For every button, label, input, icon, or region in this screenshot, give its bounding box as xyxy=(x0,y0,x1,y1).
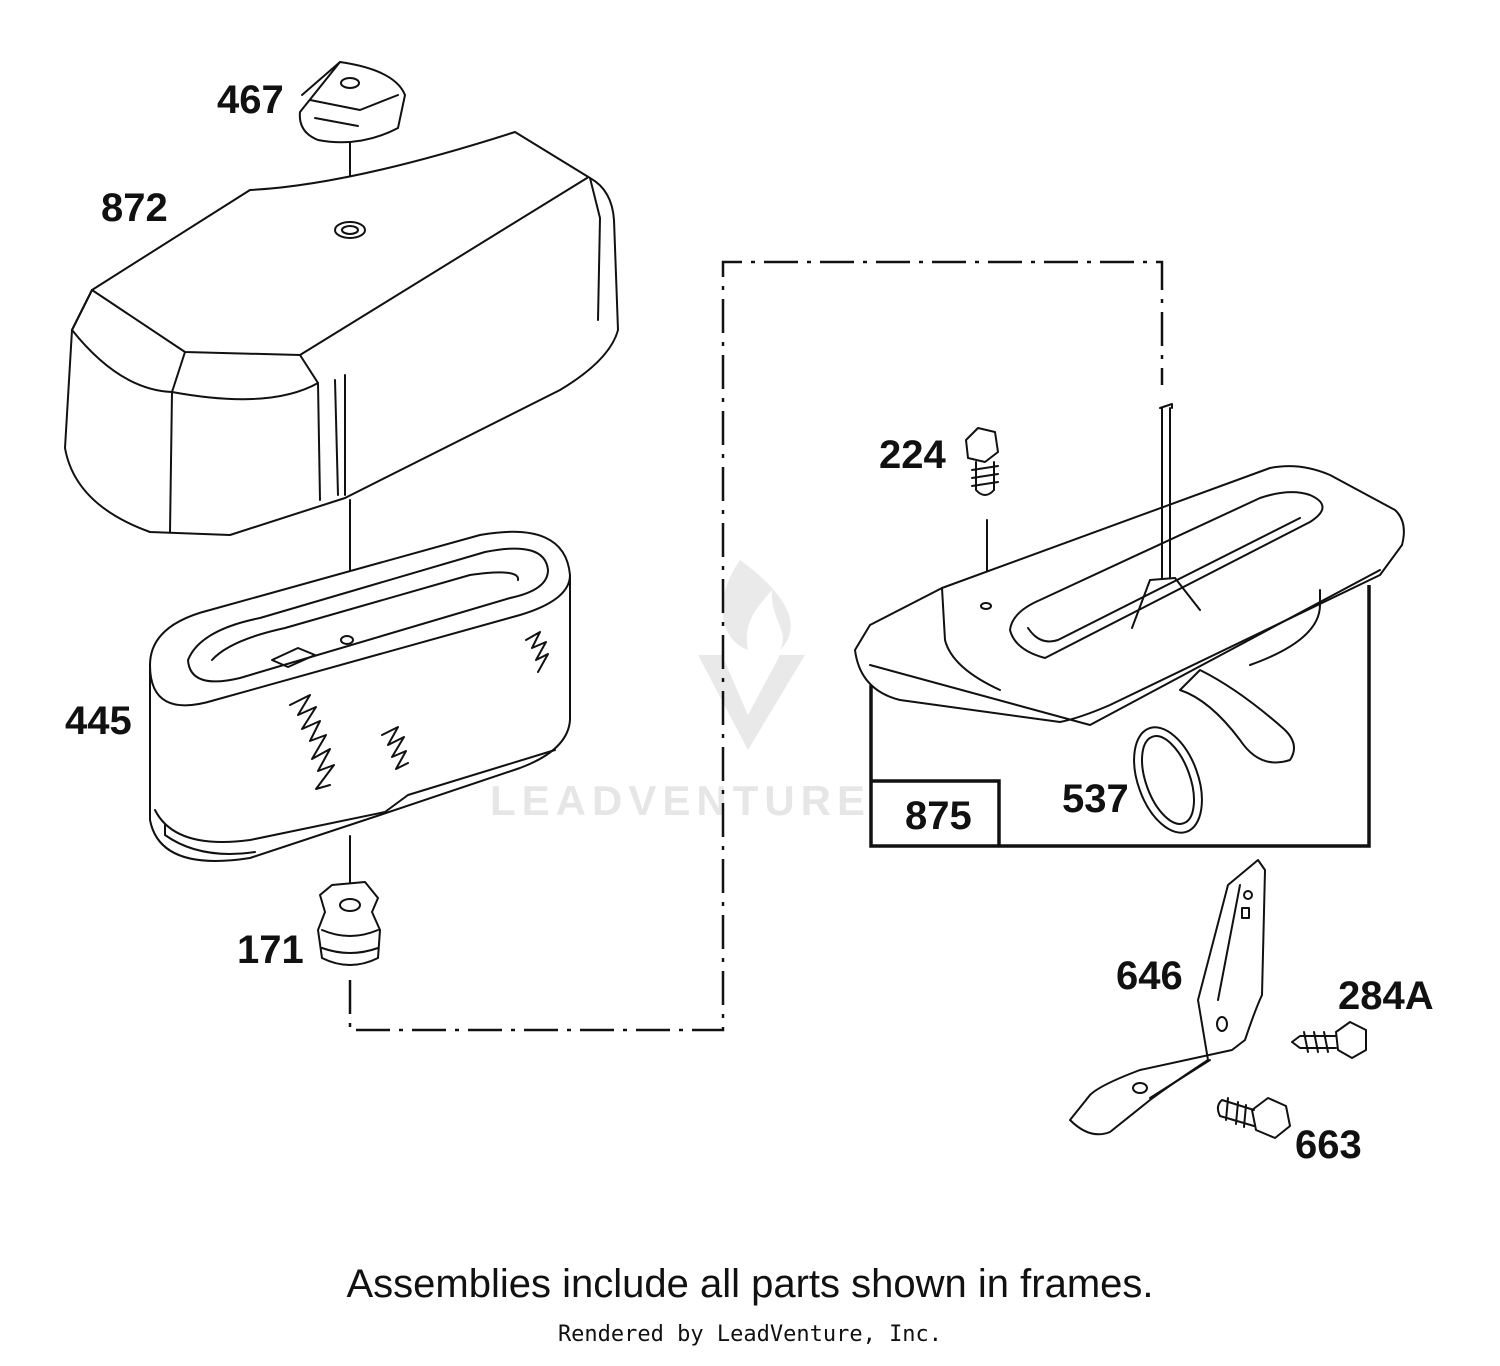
nut-171 xyxy=(317,881,381,966)
label-224: 224 xyxy=(879,433,946,477)
label-872: 872 xyxy=(101,186,168,230)
label-445: 445 xyxy=(65,699,132,743)
label-171: 171 xyxy=(237,928,304,972)
knob-467 xyxy=(298,61,406,144)
screw-284a xyxy=(1291,1021,1367,1059)
label-646: 646 xyxy=(1116,954,1183,998)
base-assembly-875 xyxy=(854,403,1405,834)
label-537: 537 xyxy=(1062,777,1129,821)
render-credit: Rendered by LeadVenture, Inc. xyxy=(557,1322,943,1347)
air-filter-445 xyxy=(149,530,571,862)
label-284a: 284A xyxy=(1338,974,1434,1018)
assembly-caption: Assemblies include all parts shown in fr… xyxy=(346,1262,1154,1306)
label-467: 467 xyxy=(217,78,284,122)
leadventure-watermark: LEADVENTURE xyxy=(490,560,871,824)
screw-663 xyxy=(1216,1097,1291,1139)
frame-875: 875 xyxy=(869,585,1371,848)
connection-line xyxy=(348,260,1164,1032)
screw-224 xyxy=(965,427,999,496)
frame-label-875: 875 xyxy=(905,794,972,838)
label-663: 663 xyxy=(1295,1123,1362,1167)
bracket-646 xyxy=(1069,859,1266,1136)
air-cleaner-cover-872 xyxy=(64,131,619,536)
watermark-text: LEADVENTURE xyxy=(490,777,871,824)
